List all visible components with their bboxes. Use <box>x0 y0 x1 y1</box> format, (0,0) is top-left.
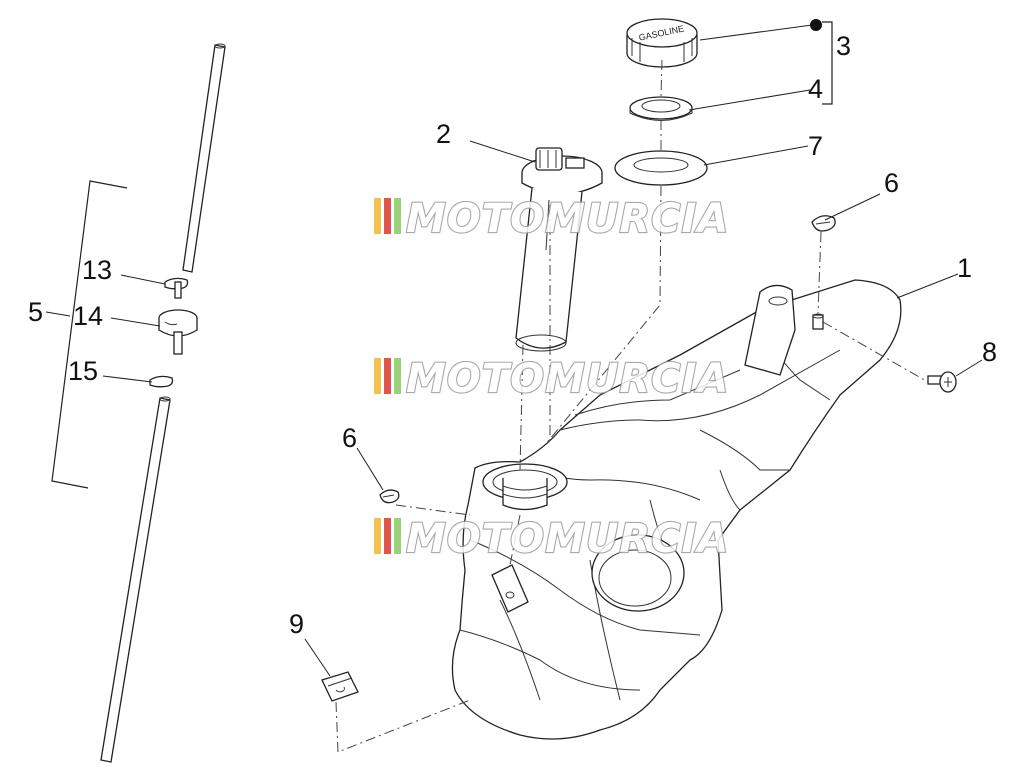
hose-clip-15 <box>149 375 174 388</box>
assembly-axis-lines <box>335 59 929 753</box>
lower-vent-hose <box>100 397 171 763</box>
black-dot-icon <box>810 19 822 31</box>
callout-1: 1 <box>957 253 972 283</box>
group-bracket-3-4 <box>822 21 833 105</box>
callout-14: 14 <box>73 301 103 331</box>
vent-valve-14 <box>158 281 198 355</box>
tank-sender-opening <box>591 534 685 612</box>
vent-hose-assembly <box>51 43 226 763</box>
callout-6-upper: 6 <box>884 168 899 198</box>
watermark-1: MOTOMURCIA <box>374 195 729 243</box>
screw-8 <box>927 371 957 393</box>
callout-leader-lines <box>45 21 983 677</box>
tank-mounting-tab <box>744 284 796 376</box>
callout-8: 8 <box>982 337 997 367</box>
watermark-text: MOTOMURCIA <box>406 516 729 562</box>
callout-3: 3 <box>836 31 851 61</box>
watermark-2: MOTOMURCIA <box>374 355 729 403</box>
tank-body <box>451 279 902 740</box>
callout-9: 9 <box>289 609 304 639</box>
callout-4: 4 <box>808 74 823 104</box>
fuel-level-sender-2 <box>515 147 603 352</box>
watermark-3: MOTOMURCIA <box>374 515 729 563</box>
hose-clamp-6-lower <box>379 489 400 504</box>
callout-13: 13 <box>82 255 112 285</box>
callout-numbers: 1 2 3 4 5 6 6 7 8 9 13 14 15 <box>28 31 997 639</box>
watermark-text: MOTOMURCIA <box>406 196 729 242</box>
watermark-text: MOTOMURCIA <box>406 356 729 402</box>
hose-clamp-6-upper <box>811 215 836 232</box>
callout-6-lower: 6 <box>342 423 357 453</box>
cap-gasket-4 <box>629 96 693 121</box>
callout-7: 7 <box>808 131 823 161</box>
fuel-tank-1 <box>451 279 902 740</box>
filler-ring-7 <box>614 150 708 186</box>
callout-5: 5 <box>28 297 43 327</box>
filler-cap-3: GASOLINE <box>626 18 698 68</box>
group-bracket-5 <box>51 180 128 489</box>
clip-nut-9 <box>321 671 359 702</box>
callout-15: 15 <box>68 356 98 386</box>
upper-vent-hose <box>182 44 226 273</box>
callout-2: 2 <box>436 119 451 149</box>
